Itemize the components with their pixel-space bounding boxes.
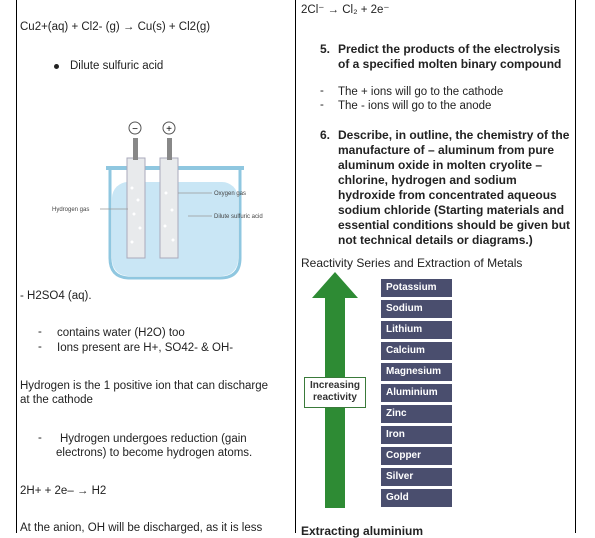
- cathode-tube: [126, 157, 146, 259]
- dash-item-1: contains water (H2O) too: [57, 327, 185, 339]
- anode-wire: [167, 138, 172, 160]
- question-6: 6. Describe, in outline, the chemistry o…: [320, 128, 575, 248]
- metal-magnesium: Magnesium: [381, 363, 452, 381]
- cathode-terminal: [128, 121, 142, 135]
- question-5-line: of a specified molten binary compound: [338, 57, 562, 71]
- bullet-dilute-sulfuric-acid: Dilute sulfuric acid: [70, 60, 164, 72]
- question-5: 5. Predict the products of the electroly…: [320, 42, 575, 74]
- question-6-line: chlorine, hydrogen and sodium: [338, 173, 517, 187]
- reduction-line1: Hydrogen undergoes reduction (gain: [60, 433, 247, 445]
- question-5-body: Predict the products of the electrolysis…: [338, 42, 561, 72]
- question-6-line: hydroxide from concentrated aqueous: [338, 188, 557, 202]
- equation-copper-chlorine: Cu2+(aq) + Cl2- (g) → Cu(s) + Cl2(g): [20, 21, 211, 33]
- hydrogen-paragraph-line2: at the cathode: [20, 394, 93, 406]
- metal-copper: Copper: [381, 447, 452, 465]
- metal-lithium: Lithium: [381, 321, 452, 339]
- dash: -: [38, 341, 42, 353]
- metal-zinc: Zinc: [381, 405, 452, 423]
- bullet-dot: [54, 64, 59, 69]
- dash: -: [38, 432, 42, 444]
- metal-potassium: Potassium: [381, 279, 452, 297]
- increasing-reactivity-label: Increasing reactivity: [304, 377, 366, 408]
- column-divider: [295, 0, 296, 533]
- question-6-line: manufacture of – aluminum from pure: [338, 143, 555, 157]
- metal-gold: Gold: [381, 489, 452, 507]
- equation-chlorine: 2Cl⁻ → Cl₂ + 2e⁻: [301, 4, 390, 16]
- question-6-body: Describe, in outline, the chemistry of t…: [338, 128, 570, 248]
- electrolysis-diagram: − + Hydrogen gas Oxygen gas Dilute sulfu…: [52, 121, 263, 280]
- oxygen-gas-label: Oxygen gas: [214, 191, 246, 197]
- anion-text: At the anion, OH will be discharged, as …: [20, 522, 263, 534]
- anode-terminal: [162, 121, 176, 135]
- left-border: [16, 0, 17, 533]
- cathode-wire: [133, 138, 138, 160]
- dilute-acid-label: Dilute sulfuric acid: [214, 214, 263, 220]
- right-border: [575, 0, 576, 533]
- question-5-line: Predict the products of the electrolysis: [338, 42, 561, 56]
- metal-calcium: Calcium: [381, 342, 452, 360]
- minus-sign: −: [132, 124, 138, 135]
- question-6-line: aluminum oxide in molten cryolite –: [338, 158, 543, 172]
- metal-silver: Silver: [381, 468, 452, 486]
- question-6-line: essential conditions should be given but: [338, 218, 571, 232]
- h2so4-text: - H2SO4 (aq).: [20, 290, 92, 302]
- metal-iron: Iron: [381, 426, 452, 444]
- equation-hydrogen: 2H+ + 2e– → H2: [20, 485, 107, 497]
- metal-sodium: Sodium: [381, 300, 452, 318]
- beaker: [108, 168, 242, 280]
- cathode-dash-item: The + ions will go to the cathode: [338, 86, 504, 98]
- plus-sign: +: [166, 124, 172, 135]
- dash-item-2: Ions present are H+, SO42- & OH-: [57, 342, 234, 354]
- hydrogen-paragraph-line1: Hydrogen is the 1 positive ion that can …: [20, 380, 269, 392]
- hydrogen-gas-label: Hydrogen gas: [52, 207, 89, 213]
- question-6-line: Describe, in outline, the chemistry of t…: [338, 128, 570, 142]
- metal-aluminium: Aluminium: [381, 384, 452, 402]
- gas-bubbles: [130, 186, 175, 244]
- dash: -: [320, 99, 324, 111]
- dash: -: [320, 85, 324, 97]
- anode-tube: [159, 157, 179, 259]
- dash: -: [38, 326, 42, 338]
- reduction-line2: electrons) to become hydrogen atoms.: [56, 447, 253, 459]
- question-6-number: 6.: [320, 128, 331, 142]
- question-5-number: 5.: [320, 42, 331, 56]
- anode-dash-item: The - ions will go to the anode: [338, 100, 492, 112]
- reactivity-series-heading: Reactivity Series and Extraction of Meta…: [301, 256, 523, 270]
- question-6-line: sodium chloride (Starting materials and: [338, 203, 565, 217]
- extracting-aluminium-heading: Extracting aluminium: [301, 524, 424, 538]
- question-6-line: not technical details or diagrams.): [338, 233, 533, 247]
